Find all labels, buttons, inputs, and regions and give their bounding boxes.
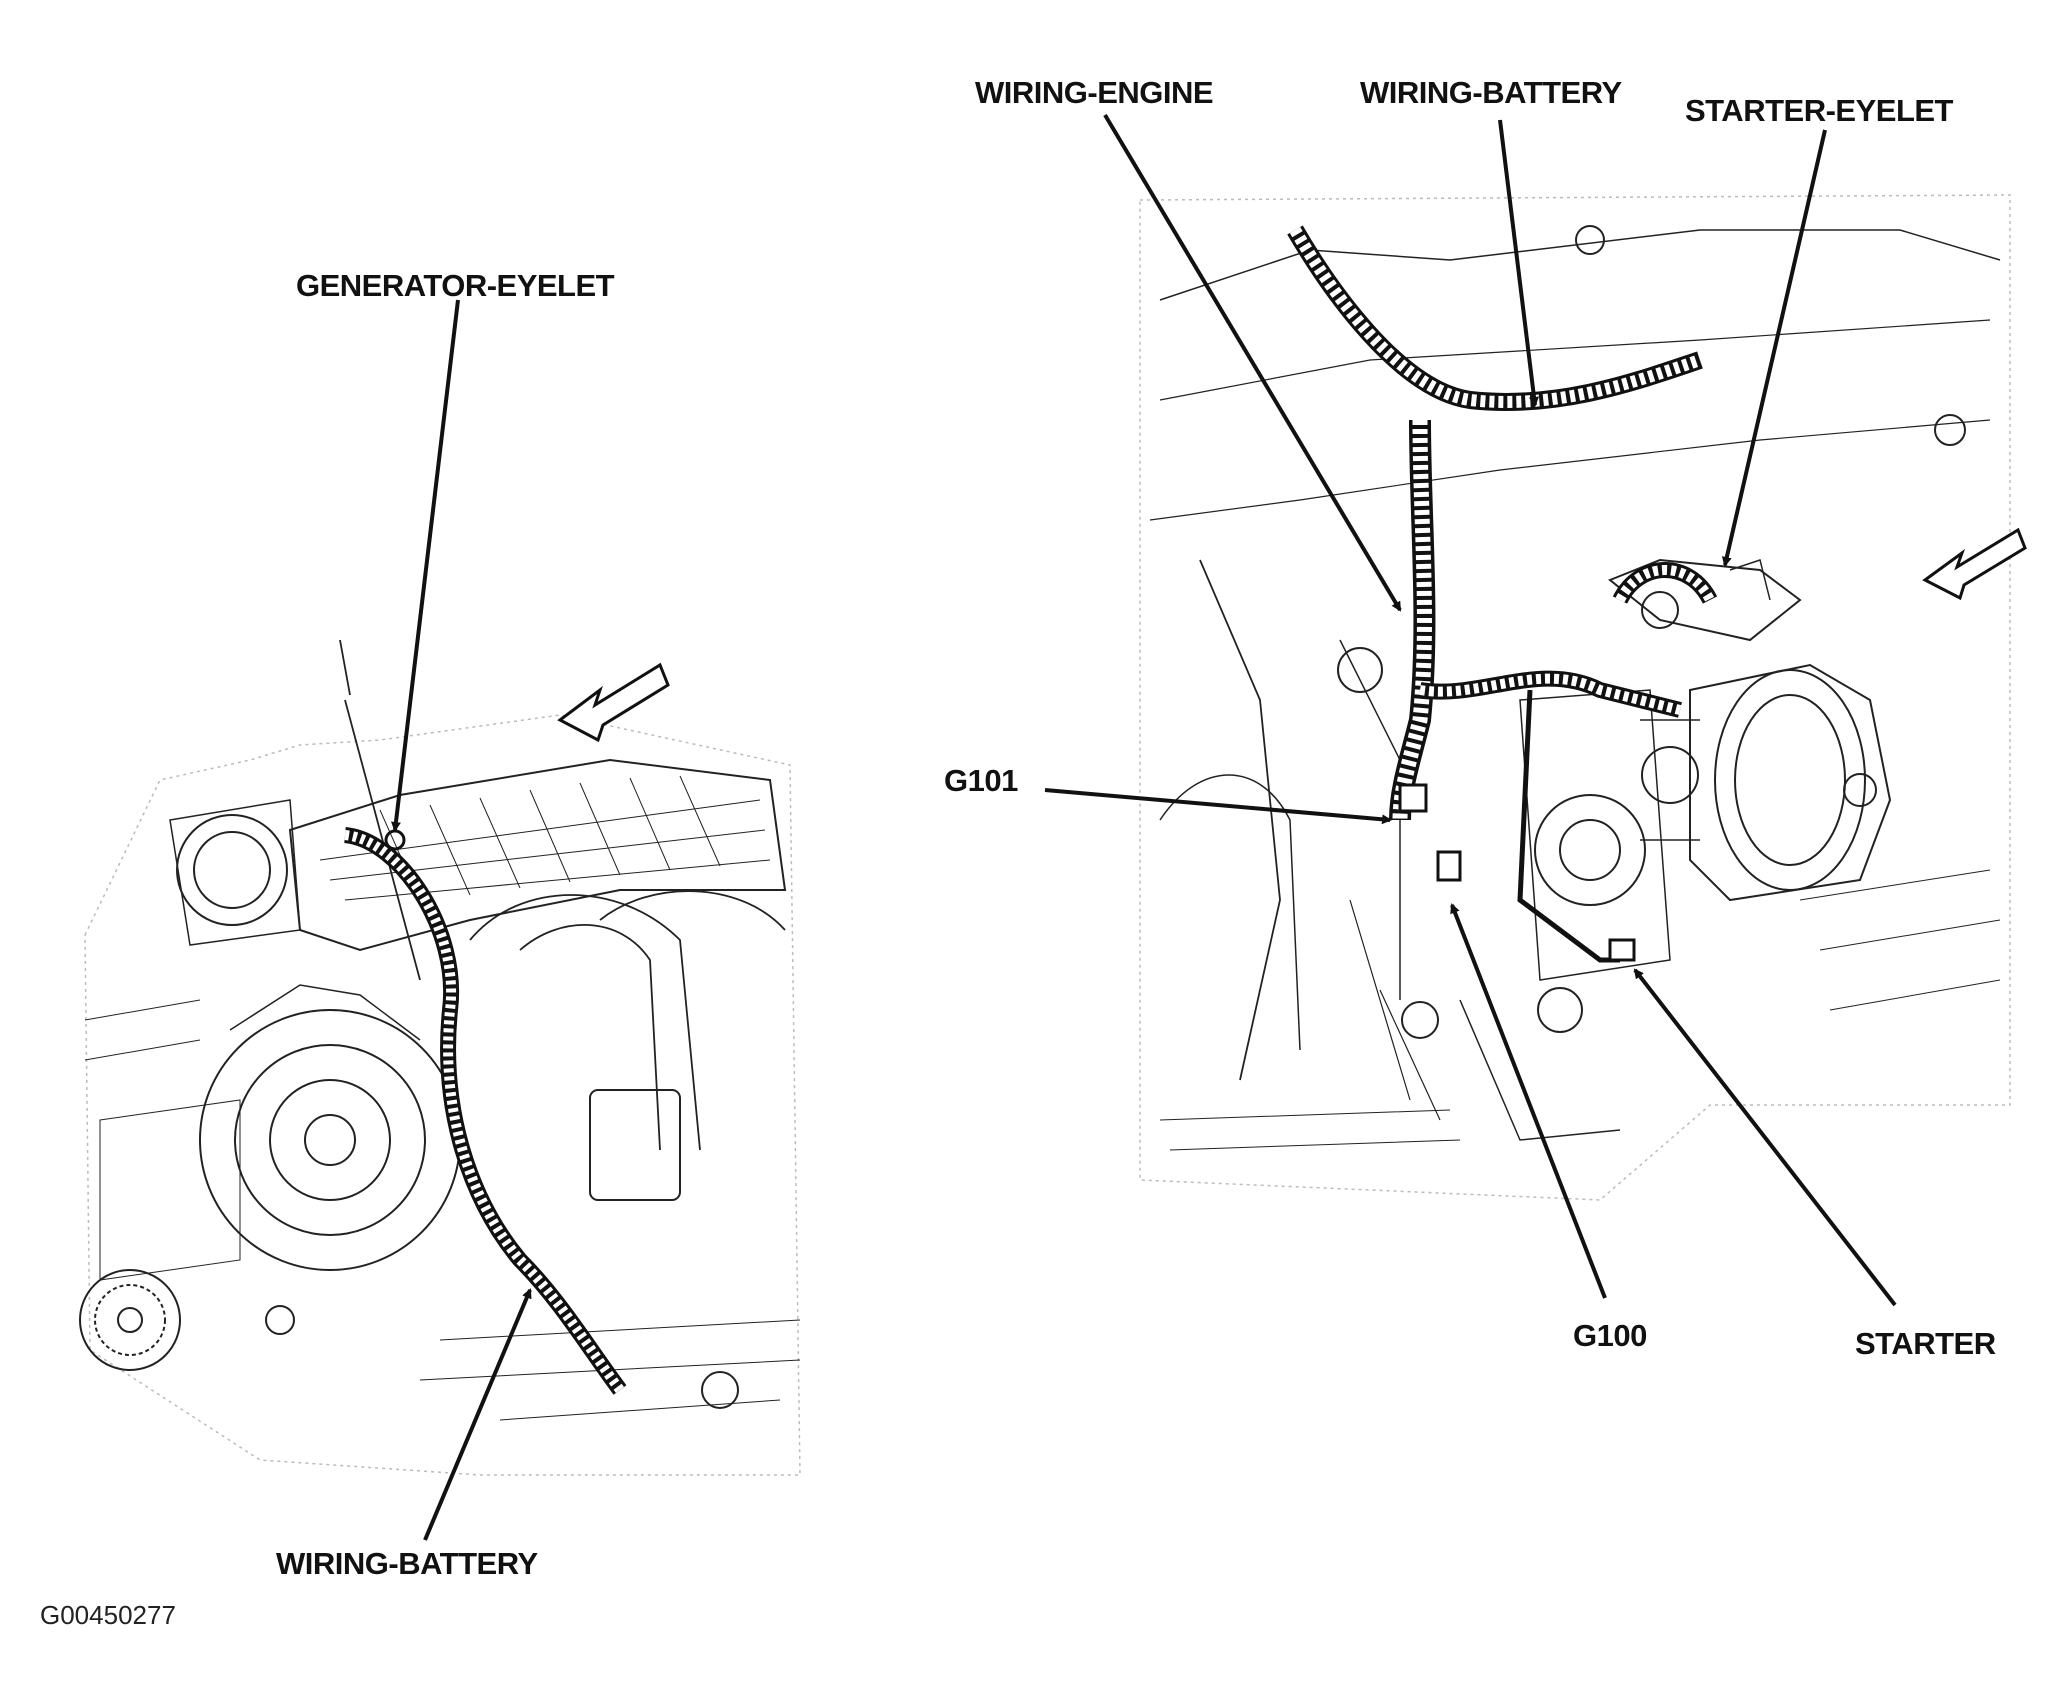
leader-generator-eyelet bbox=[390, 299, 460, 832]
leader-starter bbox=[1633, 968, 1897, 1307]
leader-wiring-engine bbox=[1103, 113, 1402, 612]
label-wiring-engine: WIRING-ENGINE bbox=[975, 75, 1214, 110]
figure-id: G00450277 bbox=[40, 1600, 176, 1630]
leader-left-wiring-battery bbox=[423, 1288, 532, 1541]
left-fwd-arrow-icon bbox=[557, 662, 670, 743]
leader-g100 bbox=[1450, 903, 1607, 1299]
leader-starter-eyelet bbox=[1721, 129, 1827, 567]
leader-g101 bbox=[1044, 788, 1392, 825]
right-engine-illustration bbox=[1139, 194, 2027, 1201]
label-starter: STARTER bbox=[1855, 1326, 1996, 1361]
label-g100: G100 bbox=[1573, 1318, 1647, 1353]
left-engine-illustration bbox=[79, 639, 801, 1476]
label-generator-eyelet: GENERATOR-EYELET bbox=[296, 268, 615, 303]
leader-lines bbox=[390, 113, 1897, 1541]
label-left-wiring-battery: WIRING-BATTERY bbox=[276, 1546, 538, 1581]
label-g101: G101 bbox=[944, 763, 1018, 798]
leader-right-wiring-battery bbox=[1498, 119, 1539, 407]
right-fwd-arrow-icon bbox=[1922, 527, 2027, 601]
label-right-wiring-battery: WIRING-BATTERY bbox=[1360, 75, 1622, 110]
label-starter-eyelet: STARTER-EYELET bbox=[1685, 93, 1954, 128]
